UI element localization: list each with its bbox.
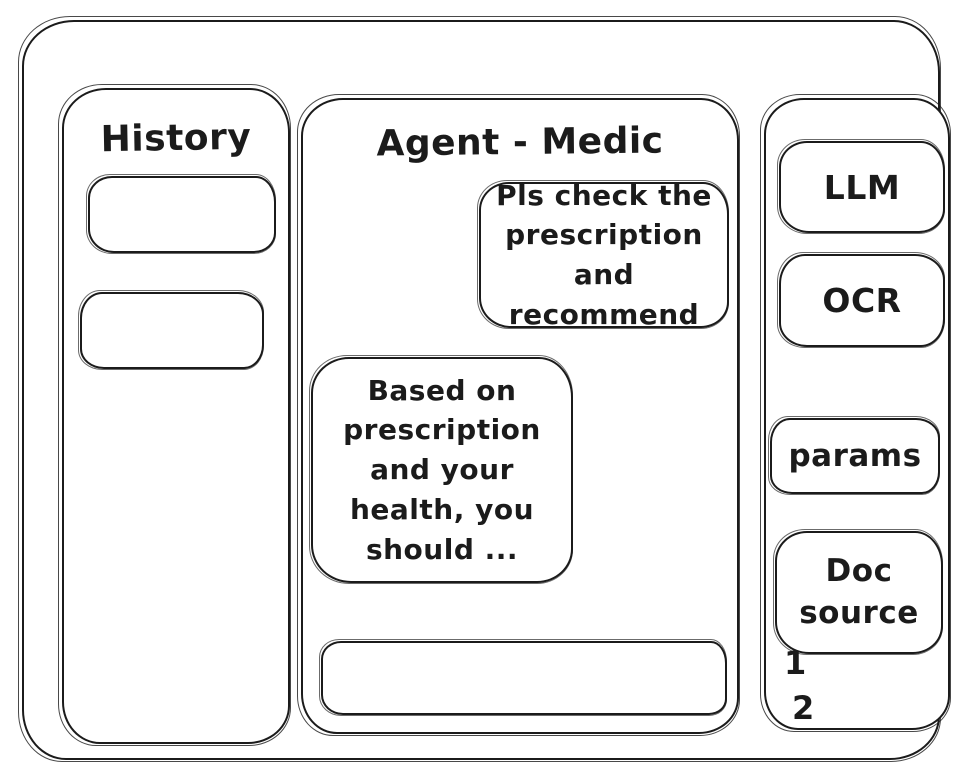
history-item[interactable] bbox=[86, 174, 276, 254]
assistant-message-bubble: Based on prescription and your health, y… bbox=[309, 355, 573, 584]
tools-panel: LLM OCR params Doc source 1 2 bbox=[760, 94, 951, 732]
message-input[interactable] bbox=[333, 647, 715, 709]
history-title: History bbox=[100, 116, 252, 161]
doc-source-item-2[interactable]: 2 bbox=[792, 689, 815, 727]
doc-source-item-1[interactable]: 1 bbox=[784, 644, 807, 682]
ocr-button[interactable]: OCR bbox=[777, 252, 945, 348]
history-item[interactable] bbox=[78, 290, 264, 370]
llm-button[interactable]: LLM bbox=[777, 139, 945, 234]
doc-source-button[interactable]: Doc source bbox=[773, 529, 943, 655]
app-frame: History Agent - Medic Pls check the pres… bbox=[18, 16, 951, 762]
message-input-box[interactable] bbox=[319, 639, 727, 716]
history-panel: History bbox=[58, 84, 291, 746]
chat-panel: Agent - Medic Pls check the prescription… bbox=[297, 94, 740, 736]
chat-title: Agent - Medic bbox=[376, 120, 664, 165]
params-button[interactable]: params bbox=[768, 416, 940, 495]
user-message-bubble: Pls check the prescription and recommend bbox=[477, 179, 729, 331]
